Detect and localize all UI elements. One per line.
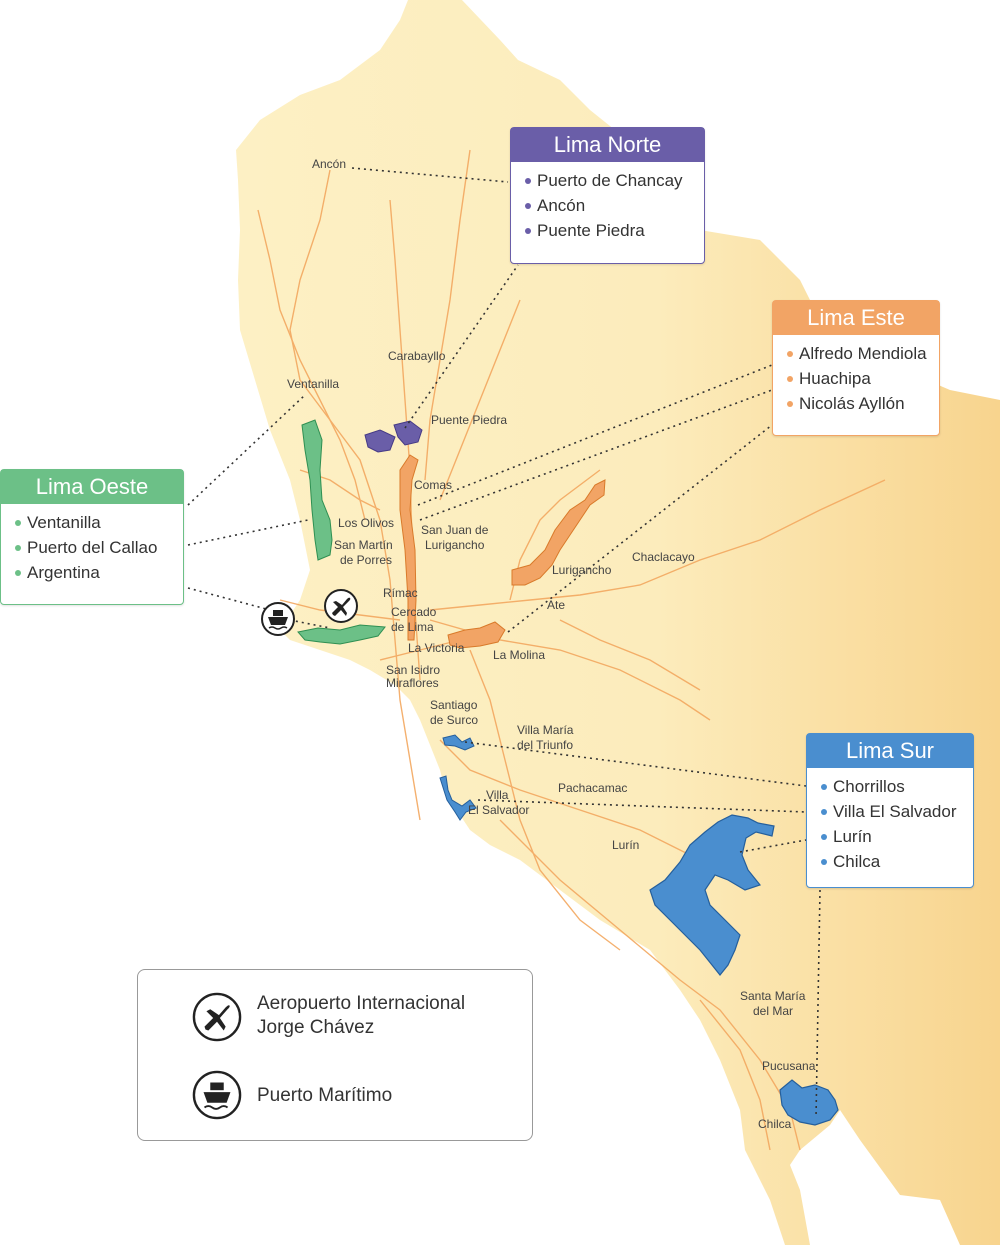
region-list: Chorrillos Villa El Salvador Lurín Chilc… bbox=[807, 768, 973, 882]
list-item: Ventanilla bbox=[15, 510, 173, 535]
legend: Aeropuerto Internacional Jorge Chávez Pu… bbox=[137, 969, 533, 1141]
list-item: Chorrillos bbox=[821, 774, 963, 799]
zone-norte-1 bbox=[364, 429, 396, 453]
place-label: Lurín bbox=[612, 838, 639, 852]
airplane-icon bbox=[324, 589, 358, 623]
place-labels: Ancón Carabayllo Ventanilla Puente Piedr… bbox=[287, 157, 816, 1131]
place-label: Miraflores bbox=[386, 676, 439, 690]
list-item: Lurín bbox=[821, 824, 963, 849]
list-item: Villa El Salvador bbox=[821, 799, 963, 824]
place-label: Ventanilla bbox=[287, 377, 339, 391]
place-label: Lurigancho bbox=[425, 538, 485, 552]
place-label: de Lima bbox=[391, 620, 434, 634]
place-label: La Molina bbox=[493, 648, 545, 662]
region-title: Lima Sur bbox=[807, 734, 973, 768]
place-label: Villa bbox=[486, 788, 509, 802]
zone-sur-lurin bbox=[649, 814, 775, 976]
zone-este-mendiola bbox=[399, 454, 419, 641]
airplane-icon bbox=[192, 992, 242, 1042]
place-label: Carabayllo bbox=[388, 349, 446, 363]
leader-lines bbox=[187, 167, 821, 1119]
place-label: Chaclacayo bbox=[632, 550, 695, 564]
zone-oeste-ventanilla bbox=[301, 419, 333, 561]
region-title: Lima Norte bbox=[511, 128, 704, 162]
list-item: Chilca bbox=[821, 849, 963, 874]
place-label: Ancón bbox=[312, 157, 346, 171]
place-label: San Isidro bbox=[386, 663, 440, 677]
place-label: Lurigancho bbox=[552, 563, 612, 577]
region-title: Lima Oeste bbox=[1, 470, 183, 504]
place-label: Chilca bbox=[758, 1117, 792, 1131]
region-box-este: Lima Este Alfredo Mendiola Huachipa Nico… bbox=[772, 300, 940, 436]
zone-norte-2 bbox=[393, 420, 423, 446]
region-box-sur: Lima Sur Chorrillos Villa El Salvador Lu… bbox=[806, 733, 974, 888]
zone-sur-chilca bbox=[779, 1079, 839, 1126]
place-label: Rímac bbox=[383, 586, 418, 600]
legend-port-label: Puerto Marítimo bbox=[257, 1085, 393, 1106]
ship-icon bbox=[192, 1070, 242, 1120]
list-item: Ancón bbox=[525, 193, 694, 218]
place-label: de Porres bbox=[340, 553, 392, 567]
place-label: del Triunfo bbox=[517, 738, 573, 752]
place-label: de Surco bbox=[430, 713, 478, 727]
place-label: Cercado bbox=[391, 605, 437, 619]
list-item: Alfredo Mendiola bbox=[787, 341, 929, 366]
place-label: San Juan de bbox=[421, 523, 489, 537]
zone-este-huachipa bbox=[511, 479, 606, 586]
place-label: Pachacamac bbox=[558, 781, 627, 795]
place-label: Villa María bbox=[517, 723, 574, 737]
region-box-oeste: Lima Oeste Ventanilla Puerto del Callao … bbox=[0, 469, 184, 605]
list-item: Puerto de Chancay bbox=[525, 168, 694, 193]
legend-airport-label: Aeropuerto Internacional Jorge Chávez bbox=[257, 992, 465, 1040]
place-label: San Martín bbox=[334, 538, 393, 552]
place-label: del Mar bbox=[753, 1004, 793, 1018]
legend-airport-line2: Jorge Chávez bbox=[257, 1017, 375, 1038]
list-item: Puerto del Callao bbox=[15, 535, 173, 560]
list-item: Puente Piedra bbox=[525, 218, 694, 243]
list-item: Nicolás Ayllón bbox=[787, 391, 929, 416]
zone-este-ayllon bbox=[447, 621, 506, 649]
place-label: Comas bbox=[414, 478, 452, 492]
legend-airport-line1: Aeropuerto Internacional bbox=[257, 993, 466, 1014]
place-label: Santiago bbox=[430, 698, 478, 712]
place-label: Puente Piedra bbox=[431, 413, 507, 427]
region-title: Lima Este bbox=[773, 301, 939, 335]
list-item: Argentina bbox=[15, 560, 173, 585]
place-label: Ate bbox=[547, 598, 565, 612]
list-item: Huachipa bbox=[787, 366, 929, 391]
place-label: Santa María bbox=[740, 989, 806, 1003]
ship-icon bbox=[261, 602, 295, 636]
zone-sur-ves bbox=[439, 775, 477, 821]
place-label: La Victoria bbox=[408, 641, 465, 655]
region-list: Alfredo Mendiola Huachipa Nicolás Ayllón bbox=[773, 335, 939, 424]
zone-sur-chorrillos bbox=[442, 734, 475, 751]
region-list: Puerto de Chancay Ancón Puente Piedra bbox=[511, 162, 704, 251]
region-list: Ventanilla Puerto del Callao Argentina bbox=[1, 504, 183, 593]
place-label: El Salvador bbox=[468, 803, 529, 817]
place-label: Pucusana bbox=[762, 1059, 816, 1073]
place-label: Los Olivos bbox=[338, 516, 394, 530]
zone-oeste-callao bbox=[297, 624, 386, 645]
region-box-norte: Lima Norte Puerto de Chancay Ancón Puent… bbox=[510, 127, 705, 264]
